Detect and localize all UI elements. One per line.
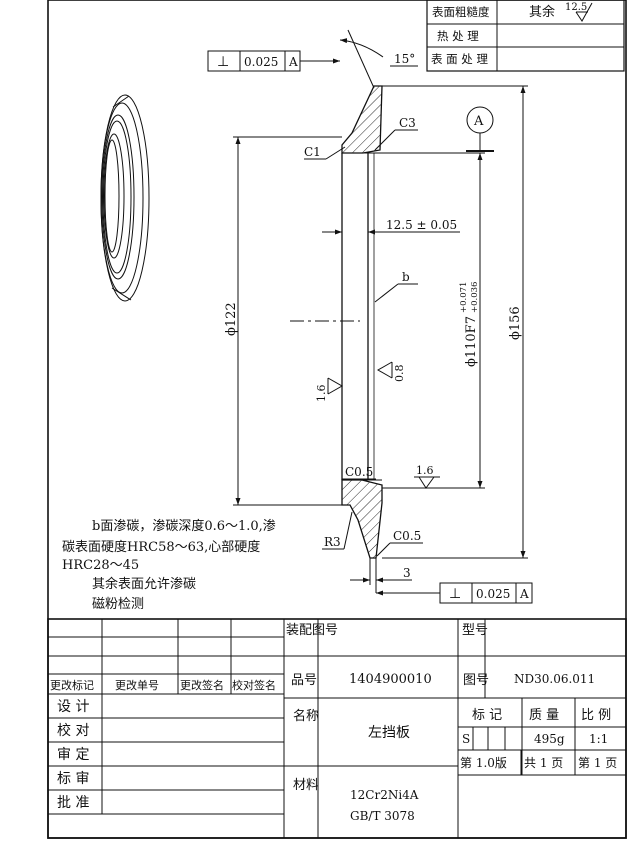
name-label: 名称 (293, 708, 319, 724)
design-label: 设 计 (57, 699, 89, 715)
drawing-no-value: ND30.06.011 (514, 672, 595, 686)
dimension-phi-122: ϕ122 (224, 136, 342, 506)
standard-label: 标 审 (57, 771, 89, 787)
svg-text:1.6: 1.6 (416, 464, 434, 477)
mark-value: S (462, 732, 470, 746)
rev-order-header: 更改单号 (115, 678, 159, 692)
isometric-ring-sketch (100, 94, 150, 302)
dimension-3: 3 (350, 558, 412, 585)
material-value: 12Cr2Ni4A (350, 788, 419, 802)
tolerance-value-top: 0.025 (244, 55, 278, 69)
dia-156-label: ϕ156 (508, 306, 523, 340)
dia-110-lower: +0.036 (470, 282, 480, 313)
approve-label: 批 准 (57, 795, 89, 811)
assembly-drawing-label: 装配图号 (286, 623, 338, 638)
version-label: 第 1.0版 (460, 756, 507, 770)
chamfer-labels: C1 C3 C0.5 C0.5 R3 (304, 116, 423, 557)
thickness-value: 12.5 ± 0.05 (386, 218, 457, 232)
review-label: 审 定 (57, 747, 89, 763)
roughness-table: 表面粗糙度 其余 12.5 热 处 理 表 面 处 理 (426, 0, 625, 72)
radius-r3: R3 (324, 535, 341, 549)
chamfer-c05-top: C0.5 (345, 465, 373, 479)
technical-notes: b面渗碳，渗碳深度0.6～1.0,渗 碳表面硬度HRC58～63,心部硬度 HR… (62, 518, 276, 612)
roughness-other: 其余 (529, 4, 555, 20)
thickness-dimension: 12.5 ± 0.05 (322, 218, 460, 235)
note-line-4: 其余表面允许渗碳 (92, 576, 196, 592)
material-standard: GB/T 3078 (350, 809, 415, 823)
dia-110-upper: +0.071 (459, 282, 469, 313)
angle-label: 15° (394, 52, 415, 66)
mass-header: 质 量 (529, 708, 559, 723)
roughness-symbol-icon (575, 2, 593, 22)
rev-mark-header: 更改标记 (50, 678, 94, 692)
dia-122-label: ϕ122 (224, 302, 239, 336)
material-label: 材料 (293, 778, 319, 793)
roughness-value: 12.5 (565, 2, 587, 13)
title-block (47, 618, 627, 839)
drawing-no-label: 图号 (463, 673, 489, 688)
dimension-phi-156: ϕ156 (382, 85, 528, 559)
roughness-label: 表面粗糙度 (432, 5, 490, 19)
perpendicularity-icon: ⊥ (217, 54, 229, 70)
chamfer-c1: C1 (304, 145, 321, 159)
dimension-phi-110: ϕ110F7 +0.071 +0.036 (374, 152, 485, 489)
name-value: 左挡板 (368, 725, 410, 741)
note-line-5: 磁粉检测 (92, 597, 144, 612)
scale-value: 1:1 (589, 732, 608, 746)
scale-header: 比 例 (581, 708, 611, 723)
total-pages-label: 共 1 页 (524, 756, 563, 770)
tolerance-frame-top: ⊥ 0.025 A (207, 50, 340, 72)
roughness-symbols: 1.6 0.8 1.6 (315, 361, 440, 489)
angle-annotation: 15° (339, 29, 418, 89)
svg-text:1.6: 1.6 (315, 385, 328, 403)
page-number-label: 第 1 页 (578, 756, 617, 770)
part-no-label: 品号 (291, 673, 317, 688)
svg-text:A: A (473, 114, 484, 129)
type-label: 型号 (462, 623, 488, 638)
surface-b-label: b (402, 270, 410, 284)
note-line-2: 碳表面硬度HRC58～63,心部硬度 (62, 539, 260, 555)
heat-treatment-label: 热 处 理 (437, 29, 479, 43)
dia-110-label: ϕ110F7 (464, 316, 479, 367)
chamfer-c05-bottom: C0.5 (393, 529, 421, 543)
surface-treatment-label: 表 面 处 理 (431, 52, 488, 66)
part-no-value: 1404900010 (349, 672, 432, 687)
tolerance-frame-bottom: ⊥ 0.025 A (375, 558, 533, 604)
mass-value: 495g (534, 732, 565, 746)
part-section (341, 85, 383, 559)
rev-sign-header: 更改签名 (180, 678, 224, 692)
rev-check-header: 校对签名 (232, 678, 276, 692)
datum-a-marker: A (466, 106, 494, 152)
svg-text:0.8: 0.8 (393, 365, 406, 383)
tolerance-value-bottom: 0.025 (476, 587, 510, 601)
surface-b-leader: b (374, 270, 418, 303)
chamfer-c3: C3 (399, 116, 416, 130)
dim-3-label: 3 (403, 566, 411, 580)
mark-header: 标 记 (472, 708, 502, 723)
note-line-1: b面渗碳，渗碳深度0.6～1.0,渗 (92, 518, 276, 534)
check-label: 校 对 (57, 722, 89, 739)
tolerance-datum-bottom: A (519, 587, 529, 601)
note-line-3: HRC28～45 (62, 558, 139, 573)
perpendicularity-icon: ⊥ (449, 586, 461, 602)
title-block-text: 装配图号 型号 品号 1404900010 图号 ND30.06.011 更改标… (50, 623, 617, 823)
tolerance-datum-top: A (288, 55, 298, 69)
